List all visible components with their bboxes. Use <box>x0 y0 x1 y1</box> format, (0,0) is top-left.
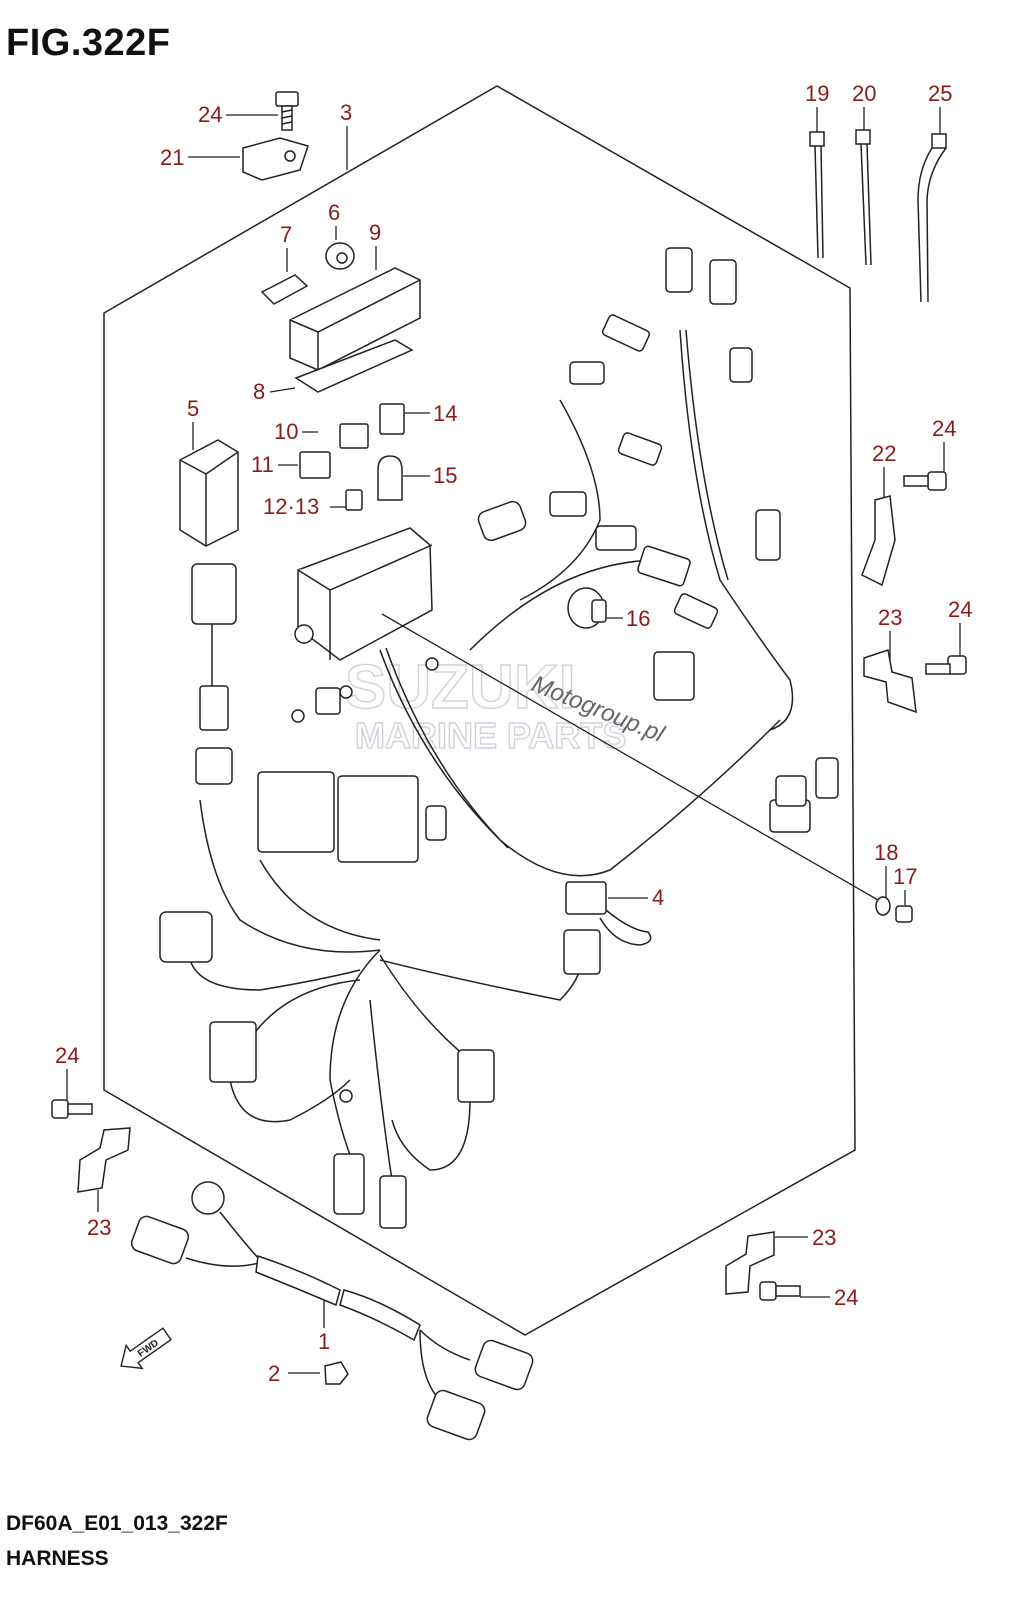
callout-14: 14 <box>433 401 457 426</box>
relay-10 <box>339 423 369 449</box>
callout-18: 18 <box>874 840 898 865</box>
callout-20: 20 <box>852 81 876 106</box>
callout-group: 24 21 3 6 7 9 8 5 10 <box>55 81 972 1386</box>
watermark-sub: MARINE PARTS <box>355 715 626 756</box>
callout-5: 5 <box>187 396 199 421</box>
fuse-box-cover-9 <box>289 267 421 371</box>
relay-cover-5 <box>179 439 239 547</box>
callout-24-e: 24 <box>834 1285 858 1310</box>
callout-25: 25 <box>928 81 952 106</box>
callout-19: 19 <box>805 81 829 106</box>
assembly-frame <box>103 85 856 1336</box>
bracket-21 <box>242 137 309 181</box>
callout-24-b: 24 <box>932 416 956 441</box>
junction-box <box>297 527 433 661</box>
callout-8: 8 <box>253 379 265 404</box>
bracket-22 <box>861 495 896 587</box>
callout-23-b: 23 <box>87 1215 111 1240</box>
bracket-23-left <box>77 1127 131 1193</box>
callout-16: 16 <box>626 606 650 631</box>
callout-21: 21 <box>160 145 184 170</box>
callout-7: 7 <box>280 222 292 247</box>
callout-9: 9 <box>369 220 381 245</box>
bolt-24-top <box>275 91 299 131</box>
washer-18 <box>875 896 891 916</box>
figure-title: FIG.322F <box>6 22 171 64</box>
watermark-brand: SUZUKI <box>345 653 576 722</box>
bolt-24-right-2 <box>925 655 967 675</box>
callout-2: 2 <box>268 1361 280 1386</box>
callout-3: 3 <box>340 100 352 125</box>
callout-4: 4 <box>652 885 664 910</box>
fuse-12-13 <box>345 489 363 511</box>
callout-6: 6 <box>328 200 340 225</box>
drawing-name: HARNESS <box>6 1547 109 1570</box>
main-harness <box>159 247 879 1229</box>
callout-11: 11 <box>251 452 274 477</box>
fwd-arrow-icon: FWD <box>120 1327 172 1370</box>
callout-1: 1 <box>318 1329 330 1354</box>
sub-harness-1 <box>130 1181 534 1441</box>
callout-22: 22 <box>872 441 896 466</box>
cable-tie-25 <box>917 133 947 303</box>
cable-tie-19 <box>809 131 825 259</box>
callout-23-c: 23 <box>812 1225 836 1250</box>
callout-24-a: 24 <box>198 102 222 127</box>
callout-15: 15 <box>433 463 457 488</box>
boot-15 <box>377 455 403 501</box>
bolt-24-left <box>51 1099 93 1119</box>
fuse-14 <box>379 403 405 435</box>
callout-10: 10 <box>274 419 298 444</box>
relay-11 <box>299 451 331 479</box>
callout-23-a: 23 <box>878 605 902 630</box>
sensor-16 <box>567 587 607 629</box>
clip-7 <box>260 274 309 305</box>
connector-4 <box>565 881 652 946</box>
cable-tie-20 <box>855 129 872 266</box>
bolt-24-right-lower <box>759 1281 801 1301</box>
bolt-24-right <box>903 471 947 491</box>
nut-2 <box>324 1361 349 1385</box>
callout-24-c: 24 <box>948 597 972 622</box>
bracket-23-right-lower <box>725 1231 775 1295</box>
callout-12-13: 12·13 <box>263 494 319 519</box>
gasket-8 <box>294 339 414 393</box>
callout-24-d: 24 <box>55 1043 79 1068</box>
callout-17: 17 <box>893 864 917 889</box>
nut-17 <box>895 905 913 923</box>
drawing-code: DF60A_E01_013_322F <box>6 1512 228 1535</box>
bracket-23-right <box>863 649 917 714</box>
